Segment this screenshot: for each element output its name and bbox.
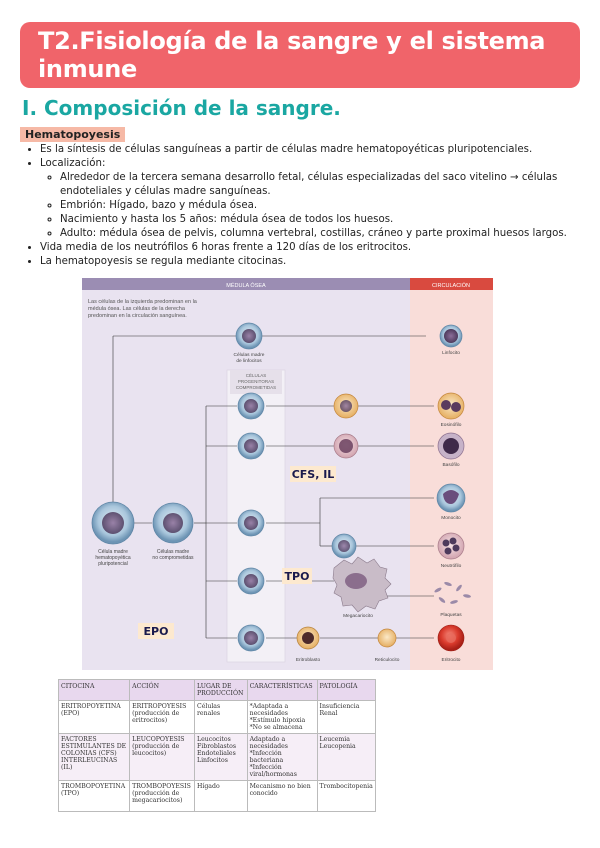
table-header: ACCIÓN <box>129 679 195 701</box>
table-cell: Leucocitos Fibroblastos Endoteliales Lin… <box>193 733 248 781</box>
table-cell: FACTORES ESTIMULANTES DE COLONIAS (CFS) … <box>57 733 131 781</box>
intro-text: predominan en la circulación sanguínea. <box>88 313 187 319</box>
svg-text:Linfocito: Linfocito <box>442 350 460 356</box>
section-title: I. Composición de la sangre. <box>22 96 341 120</box>
svg-text:Plaquetas: Plaquetas <box>440 612 462 618</box>
sub-bullet-item: Nacimiento y hasta los 5 años: médula ós… <box>60 213 584 227</box>
table-row: FACTORES ESTIMULANTES DE COLONIAS (CFS) … <box>57 733 376 781</box>
table-cell: *Adaptada a necesidades *Estímulo hipoxi… <box>246 700 318 734</box>
table-row: TROMBOPOYETINA (TPO) TROMBOPOYESIS (prod… <box>57 780 376 812</box>
svg-text:Neutrófilo: Neutrófilo <box>441 563 462 569</box>
neutrofilo <box>437 532 465 560</box>
bullet-item: Localización: Alrededor de la tercera se… <box>40 157 584 241</box>
plaquetas <box>434 581 471 604</box>
megacariocito-label: Megacariocito <box>343 613 373 619</box>
tpo-label: TPO <box>285 570 310 583</box>
svg-text:PROGENITORAS: PROGENITORAS <box>238 379 274 384</box>
table-cell: Hígado <box>193 780 248 812</box>
table-cell: Leucemia Leucopenia <box>316 733 376 781</box>
bullet-item: Vida media de los neutrófilos 6 horas fr… <box>40 241 584 255</box>
table-cell: Trombocitopenia <box>316 780 376 812</box>
table-cell: Insuficiencia Renal <box>316 700 376 734</box>
table-cell: ERITROPOYESIS (producción de eritrocitos… <box>129 700 195 734</box>
table-row: ERITROPOYETINA (EPO) ERITROPOYESIS (prod… <box>57 700 376 734</box>
bullet-item: La hematopoyesis se regula mediante cito… <box>40 255 584 269</box>
table-header: CITOCINA <box>57 679 131 701</box>
cfs-il-box <box>290 466 336 482</box>
svg-text:Reticulocito: Reticulocito <box>375 657 400 663</box>
progenitor-cells <box>237 392 265 652</box>
epo-box <box>138 623 174 639</box>
svg-text:Eosinófilo: Eosinófilo <box>441 422 462 428</box>
svg-text:Células madre: Células madre <box>234 352 265 358</box>
sub-bullet-item: Embrión: Hígado, bazo y médula ósea. <box>60 199 584 213</box>
sub-bullet-item: Alrededor de la tercera semana desarroll… <box>60 171 584 199</box>
table-cell: Adaptado a necesidades *Infección bacter… <box>246 733 318 781</box>
megakaryocite <box>332 556 392 613</box>
table-header: CARACTERÍSTICAS <box>246 679 318 701</box>
tpo-box <box>282 568 312 584</box>
page-title: T2.Fisiología de la sangre y el sistema … <box>38 27 546 83</box>
epo-label: EPO <box>144 625 169 638</box>
progenitor-label: CÉLULAS <box>246 372 267 378</box>
intro-text: Las células de la izquierda predominan e… <box>88 299 198 305</box>
table-header: PATOLOGÍA <box>316 679 376 701</box>
table-cell: Mecanismo no bien conocido <box>246 780 318 812</box>
table-header: LUGAR DE PRODUCCIÓN <box>193 679 248 701</box>
svg-text:Eritrocito: Eritrocito <box>442 657 461 663</box>
svg-text:pluripotencial: pluripotencial <box>98 561 127 567</box>
table-cell: Células renales <box>193 700 248 734</box>
cytokine-table: CITOCINA ACCIÓN LUGAR DE PRODUCCIÓN CARA… <box>57 679 376 812</box>
hematopoyesis-tag: Hematopoyesis <box>20 127 126 142</box>
table-cell: ERITROPOYETINA (EPO) <box>57 700 131 734</box>
svg-text:Célula madre: Célula madre <box>98 549 128 555</box>
reticulocito <box>377 628 397 648</box>
table-cell: TROMBOPOYESIS (producción de megacarioci… <box>129 780 195 812</box>
circulacion-header: CIRCULACIÓN <box>432 282 470 289</box>
sub-bullet-item: Adulto: médula ósea de pelvis, columna v… <box>60 227 584 241</box>
medula-header: MÉDULA ÓSEA <box>226 282 266 289</box>
table-header-row: CITOCINA ACCIÓN LUGAR DE PRODUCCIÓN CARA… <box>57 679 376 701</box>
table-cell: LEUCOPOYESIS (producción de leucocitos) <box>129 733 195 781</box>
hematopoiesis-diagram: MÉDULA ÓSEA CIRCULACIÓN Las células de l… <box>82 278 493 670</box>
cfs-il-label: CFS, IL <box>292 468 335 481</box>
svg-text:de linfocitos: de linfocitos <box>236 358 262 364</box>
table-cell: TROMBOPOYETINA (TPO) <box>57 780 131 812</box>
svg-text:Células madre: Células madre <box>157 549 189 555</box>
svg-text:hematopoyética: hematopoyética <box>95 555 131 561</box>
svg-text:COMPROMETIDAS: COMPROMETIDAS <box>236 385 276 390</box>
bullet-list: Es la síntesis de células sanguíneas a p… <box>24 143 584 269</box>
circulating-cells <box>434 324 471 652</box>
svg-text:no comprometidas: no comprometidas <box>152 555 194 561</box>
bullet-item: Es la síntesis de células sanguíneas a p… <box>40 143 584 157</box>
svg-text:Eritroblasto: Eritroblasto <box>296 657 321 663</box>
svg-text:Basófilo: Basófilo <box>442 462 459 468</box>
eosinofilo <box>437 392 465 420</box>
title-banner: T2.Fisiología de la sangre y el sistema … <box>20 22 580 88</box>
intro-text: médula ósea. Las células de la derecha <box>88 306 186 312</box>
svg-text:Monocito: Monocito <box>441 515 461 521</box>
